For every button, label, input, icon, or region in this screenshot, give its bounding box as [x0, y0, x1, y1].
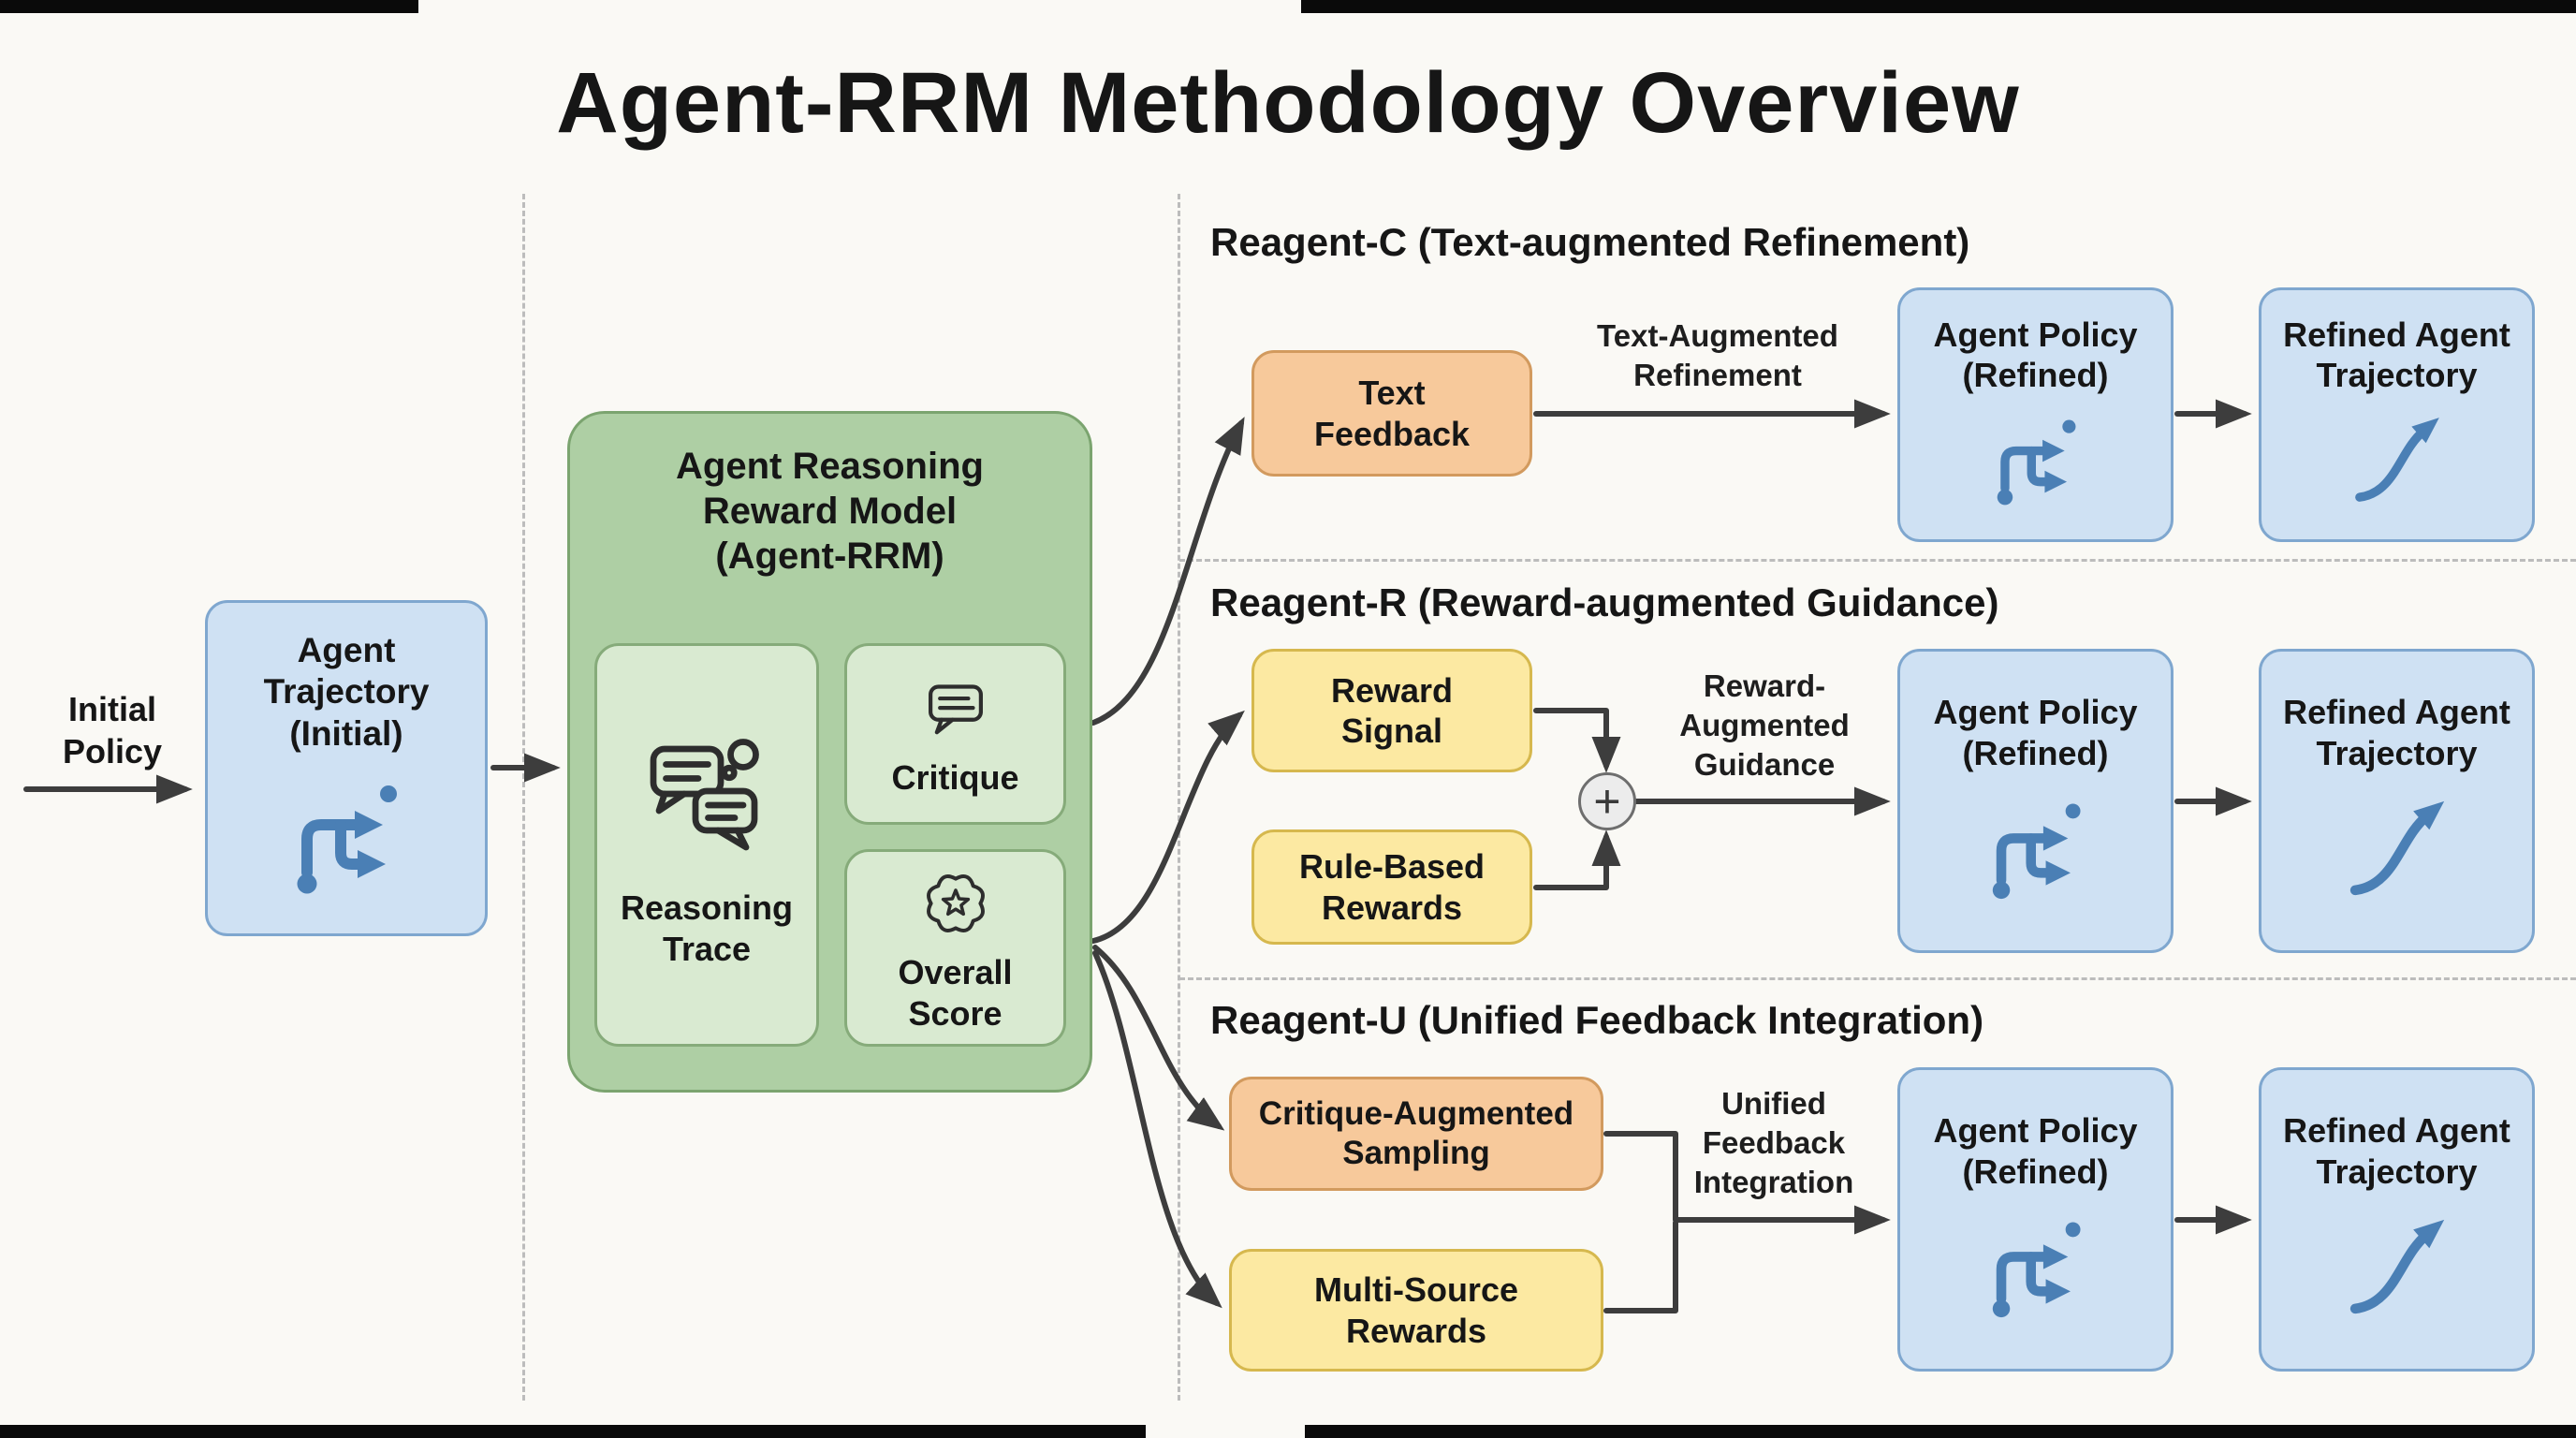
agent-policy-label: Agent Policy (Refined) [1933, 1111, 2138, 1191]
refined-trajectory-label: Refined Agent Trajectory [2283, 315, 2510, 394]
multi-source-rewards-box: Multi-Source Rewards [1229, 1249, 1603, 1372]
upward-curve-arrow-icon [2349, 1219, 2444, 1313]
horizontal-divider-2 [1179, 977, 2576, 980]
refined-trajectory-box-r: Refined Agent Trajectory [2259, 649, 2535, 953]
text-feedback-label: Text Feedback [1313, 374, 1471, 453]
initial-policy-label: Initial Policy [62, 690, 163, 770]
refined-trajectory-label: Refined Agent Trajectory [2283, 1111, 2510, 1191]
award-seal-icon [926, 874, 985, 933]
agent-trajectory-initial-box: Agent Trajectory (Initial) [205, 600, 488, 936]
refined-trajectory-box-u: Refined Agent Trajectory [2259, 1067, 2535, 1372]
branch-c-header: Reagent-C (Text-augmented Refinement) [1210, 220, 1970, 264]
policy-flow-icon [1992, 803, 2081, 899]
top-left-edge-bar [0, 0, 418, 13]
critique-label: Critique [891, 758, 1019, 798]
branch-c-arrow-label: Text-Augmented Refinement [1597, 318, 1838, 393]
plus-combiner-icon: + [1578, 772, 1636, 830]
agent-rrm-box: Agent Reasoning Reward Model (Agent-RRM)… [567, 411, 1092, 1093]
agent-policy-refined-box-u: Agent Policy (Refined) [1897, 1067, 2174, 1372]
trajectory-flow-icon [297, 785, 397, 894]
agent-policy-label: Agent Policy (Refined) [1933, 315, 2138, 394]
top-right-edge-bar [1301, 0, 2576, 13]
agent-trajectory-initial-label: Agent Trajectory (Initial) [263, 630, 430, 753]
vertical-divider-left [522, 194, 525, 1401]
speech-bubble-icon [928, 684, 983, 735]
branch-r-arrow-label: Reward- Augmented Guidance [1679, 668, 1850, 783]
reward-signal-label: Reward Signal [1330, 670, 1454, 750]
upward-curve-arrow-icon [2349, 800, 2444, 895]
reasoning-trace-box: Reasoning Trace [594, 643, 819, 1047]
multi-source-rewards-label: Multi-Source Rewards [1313, 1270, 1518, 1350]
text-feedback-box: Text Feedback [1251, 350, 1532, 477]
agent-policy-refined-box-r: Agent Policy (Refined) [1897, 649, 2174, 953]
chat-bubbles-icon [650, 739, 759, 851]
overall-score-box: Overall Score [844, 849, 1066, 1047]
branch-r-header: Reagent-R (Reward-augmented Guidance) [1210, 580, 1999, 624]
horizontal-divider-1 [1179, 559, 2576, 562]
critique-augmented-sampling-box: Critique-Augmented Sampling [1229, 1077, 1603, 1191]
refined-trajectory-label: Refined Agent Trajectory [2283, 693, 2510, 772]
rule-based-rewards-label: Rule-Based Rewards [1298, 847, 1486, 927]
rule-based-rewards-box: Rule-Based Rewards [1251, 829, 1532, 945]
agent-rrm-title: Agent Reasoning Reward Model (Agent-RRM) [676, 446, 984, 577]
page-title: Agent-RRM Methodology Overview [556, 55, 2020, 151]
reward-signal-box: Reward Signal [1251, 649, 1532, 772]
vertical-divider-right [1178, 194, 1180, 1401]
policy-flow-icon [1992, 1222, 2081, 1317]
branch-u-arrow-label: Unified Feedback Integration [1693, 1086, 1854, 1200]
upward-curve-arrow-icon [2354, 418, 2439, 503]
branch-u-header: Reagent-U (Unified Feedback Integration) [1210, 998, 1984, 1042]
bottom-left-edge-bar [0, 1425, 1146, 1438]
refined-trajectory-box-c: Refined Agent Trajectory [2259, 287, 2535, 542]
overall-score-label: Overall Score [898, 953, 1013, 1033]
critique-box: Critique [844, 643, 1066, 825]
agent-policy-refined-box-c: Agent Policy (Refined) [1897, 287, 2174, 542]
reasoning-trace-label: Reasoning Trace [620, 888, 794, 968]
bottom-right-edge-bar [1305, 1425, 2576, 1438]
critique-augmented-sampling-label: Critique-Augmented Sampling [1258, 1095, 1574, 1171]
policy-flow-icon [1997, 419, 2075, 506]
agent-policy-label: Agent Policy (Refined) [1933, 693, 2138, 772]
